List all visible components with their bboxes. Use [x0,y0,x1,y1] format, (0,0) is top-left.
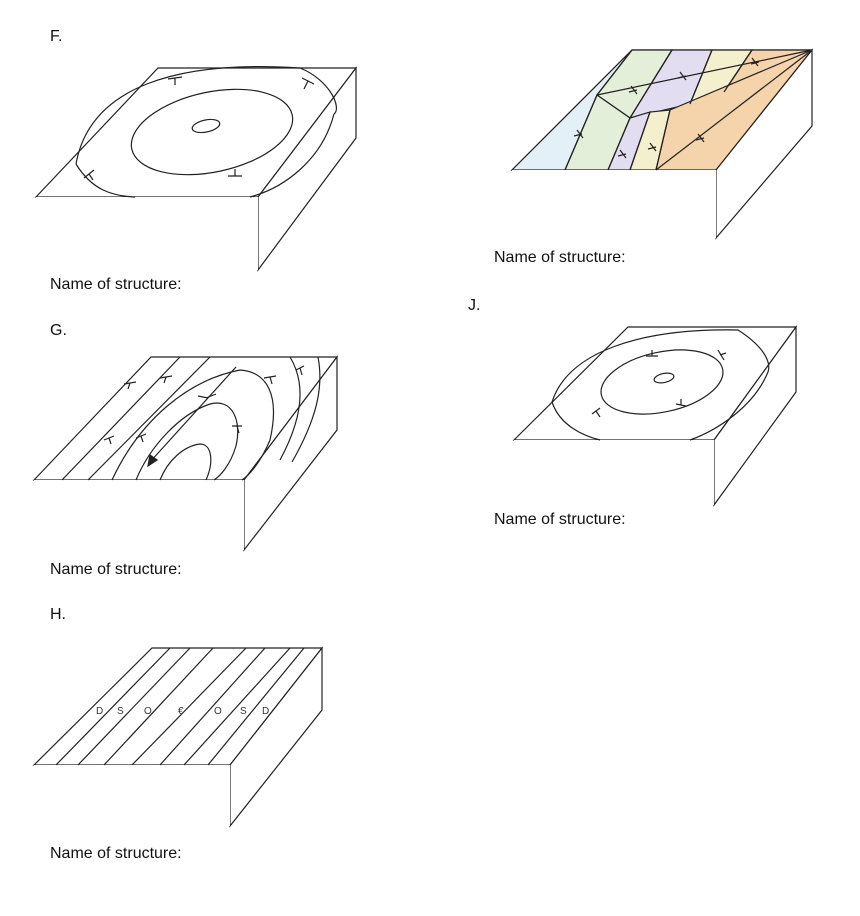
label-h: H. [50,606,66,623]
caption-i: Name of structure: [494,249,626,266]
unit-label: O [214,706,222,717]
caption-g: Name of structure: [50,561,182,578]
label-g: G. [50,322,67,339]
unit-label: S [117,706,124,717]
unit-label: S [240,706,247,717]
label-f: F. [50,28,63,45]
label-j: J. [468,297,481,314]
caption-h: Name of structure: [50,845,182,862]
unit-label: D [96,706,103,717]
caption-f: Name of structure: [50,276,182,293]
caption-j: Name of structure: [494,511,626,528]
unit-label: O [144,706,152,717]
unit-label: D [262,706,269,717]
unit-label: € [178,706,184,717]
